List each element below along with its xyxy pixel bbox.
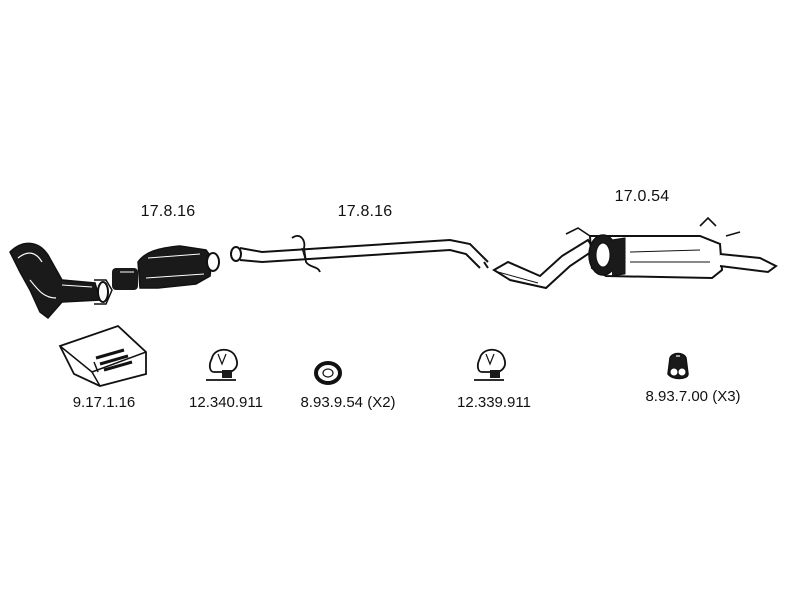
middle-pipe-label: 17.8.16 (337, 203, 393, 220)
rear-clamp-shape (474, 348, 506, 381)
front-downpipe (9, 242, 113, 320)
clamp-front-label: 12.340.911 (189, 394, 263, 411)
sealing-ring-shape (314, 361, 342, 385)
middle-pipe-shape (230, 235, 489, 273)
rear-silencer-shape (492, 216, 778, 290)
front-clamp-shape (206, 348, 238, 381)
mounting-kit-shape (58, 324, 147, 387)
rubber-hanger-shape (667, 352, 689, 380)
rubber-hanger-label: 8.93.7.00 (X3) (645, 388, 741, 405)
clamp-rear-label: 12.339.911 (457, 394, 531, 411)
catalytic-converter-label: 17.8.16 (140, 203, 196, 220)
sealing-ring-label: 8.93.9.54 (X2) (300, 394, 396, 411)
catalytic-converter-shape (112, 245, 220, 290)
rear-silencer-label: 17.0.54 (614, 188, 670, 205)
mounting-kit-label: 9.17.1.16 (72, 394, 136, 411)
